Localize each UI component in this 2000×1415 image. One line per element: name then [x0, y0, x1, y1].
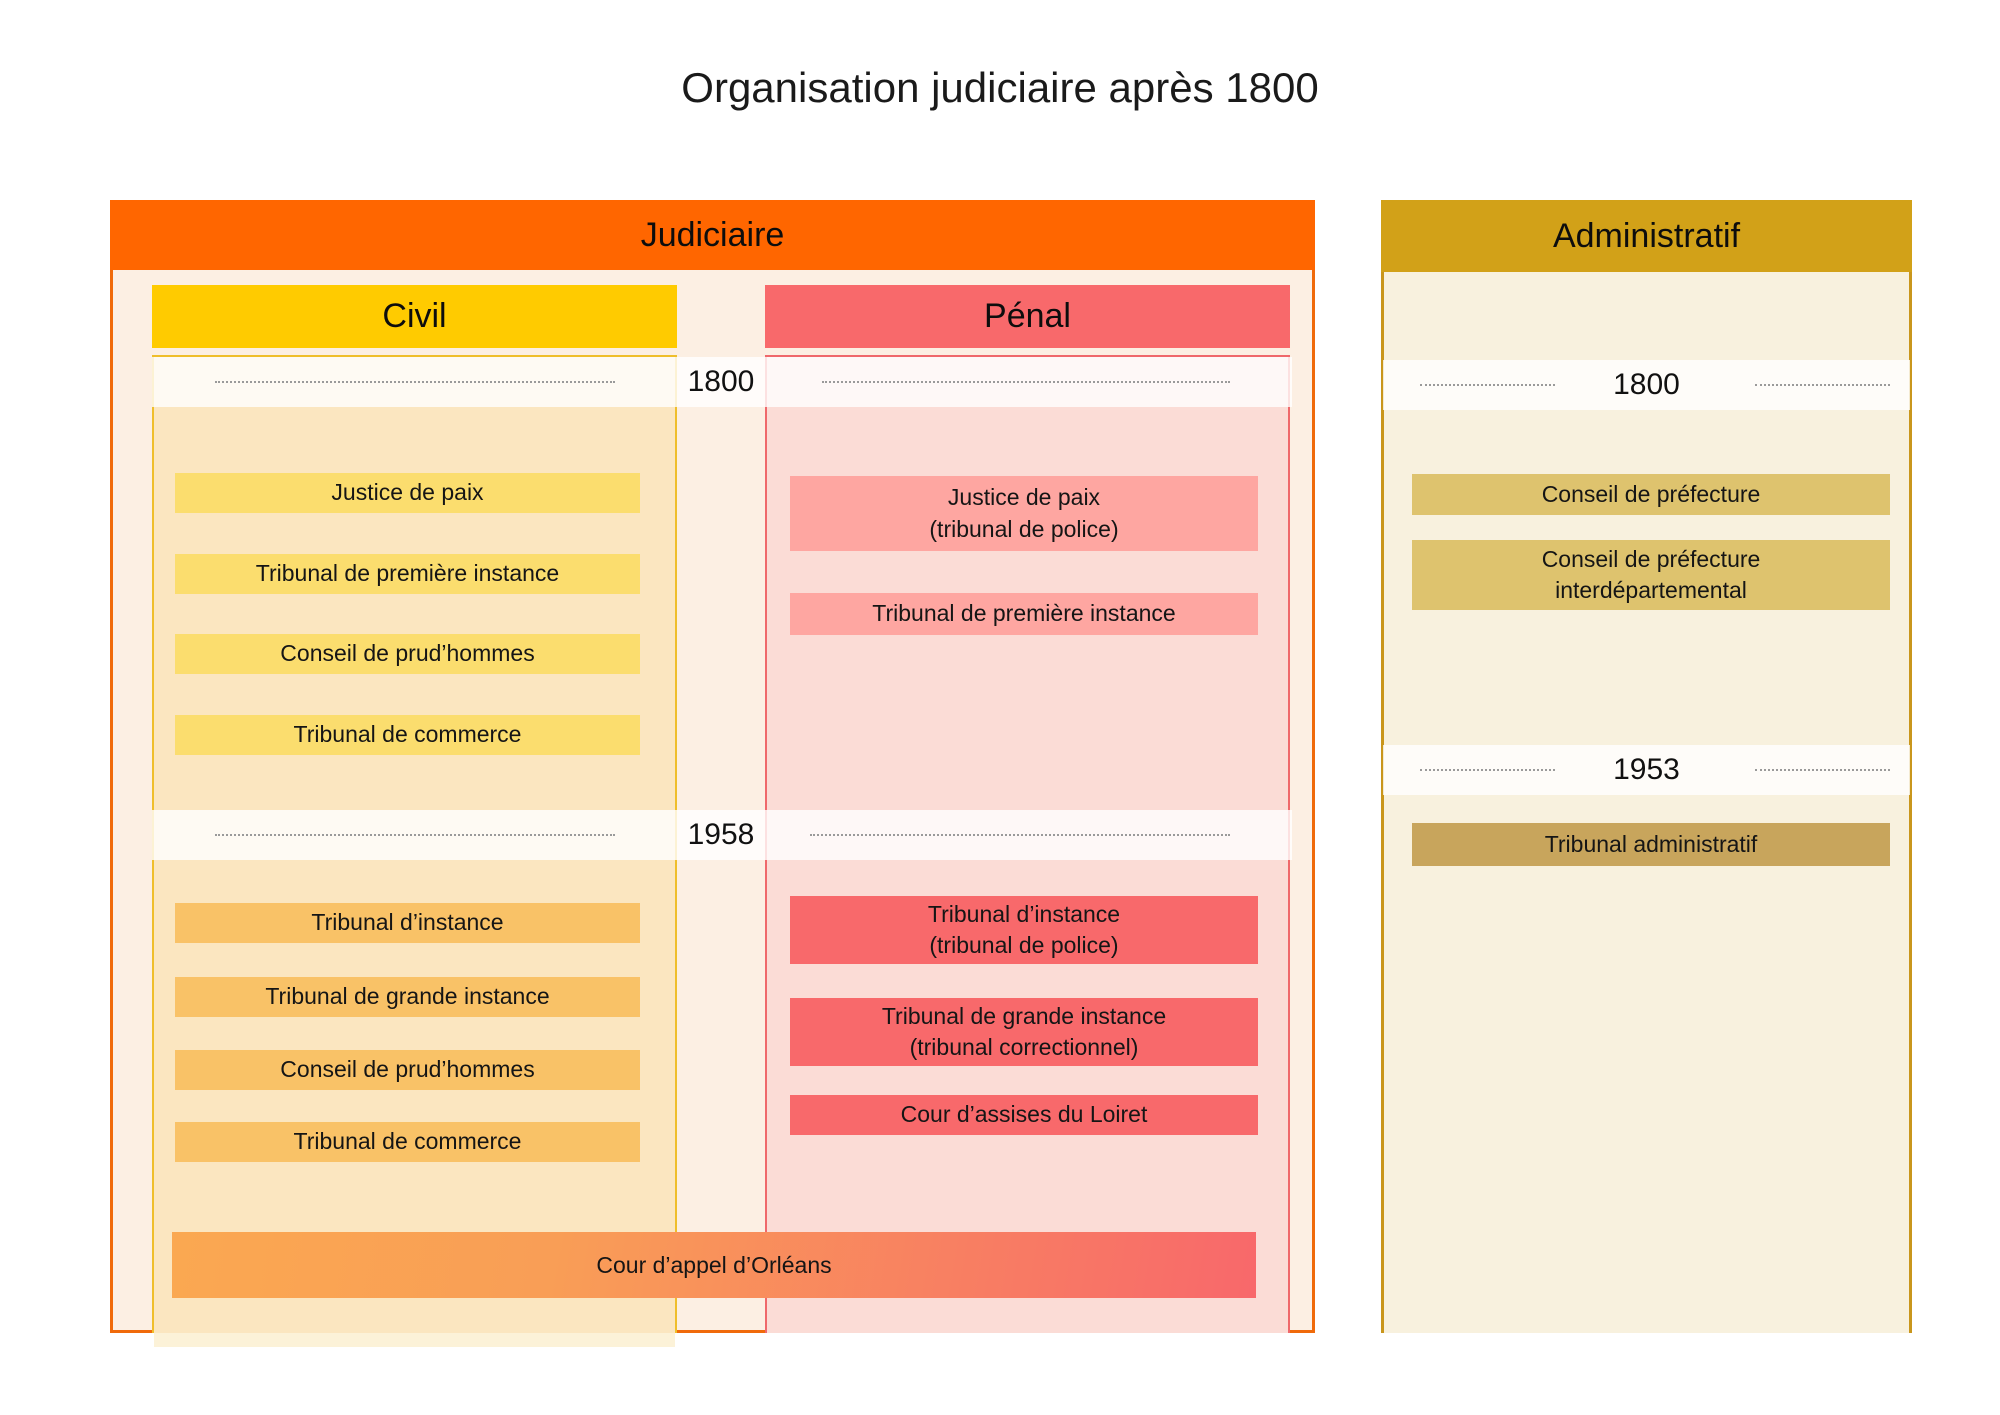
box-tribunal-administratif: Tribunal administratif — [1412, 823, 1890, 866]
box-tribunal-instance-penal: Tribunal d’instance (tribunal de police) — [790, 896, 1258, 964]
box-tribunal-premiere-instance-civil: Tribunal de première instance — [175, 554, 640, 594]
administratif-header: Administratif — [1381, 200, 1912, 272]
box-tribunal-commerce-1800: Tribunal de commerce — [175, 715, 640, 755]
dotted-line — [1420, 384, 1555, 386]
box-conseil-de-prefecture-interdepartemental: Conseil de préfecture interdépartemental — [1412, 540, 1890, 610]
year-label-1958-judiciaire: 1958 — [687, 818, 755, 851]
civil-header: Civil — [152, 285, 677, 348]
box-tribunal-grande-instance-penal: Tribunal de grande instance (tribunal co… — [790, 998, 1258, 1066]
dotted-line — [810, 834, 1230, 836]
dotted-line — [822, 381, 1230, 383]
box-tribunal-instance-civil: Tribunal d’instance — [175, 903, 640, 943]
box-conseil-de-prefecture: Conseil de préfecture — [1412, 474, 1890, 515]
box-tribunal-grande-instance-civil: Tribunal de grande instance — [175, 977, 640, 1017]
penal-header: Pénal — [765, 285, 1290, 348]
dotted-line — [215, 381, 615, 383]
dotted-line — [1420, 769, 1555, 771]
year-label-1953-administratif: 1953 — [1613, 753, 1680, 786]
box-justice-de-paix-penal: Justice de paix (tribunal de police) — [790, 476, 1258, 551]
year-label-1800-judiciaire: 1800 — [687, 365, 755, 398]
dotted-line — [215, 834, 615, 836]
dotted-line — [1755, 769, 1890, 771]
judiciaire-header: Judiciaire — [110, 200, 1315, 270]
civil-column-overflow — [154, 1333, 675, 1347]
box-cour-assises-loiret: Cour d’assises du Loiret — [790, 1095, 1258, 1135]
dotted-line — [1755, 384, 1890, 386]
page-title: Organisation judiciaire après 1800 — [681, 64, 1319, 111]
year-label-1800-administratif: 1800 — [1613, 368, 1680, 401]
box-justice-de-paix-civil: Justice de paix — [175, 473, 640, 513]
box-conseil-prudhommes-1800: Conseil de prud’hommes — [175, 634, 640, 674]
box-tribunal-premiere-instance-penal: Tribunal de première instance — [790, 593, 1258, 635]
box-tribunal-commerce-1958: Tribunal de commerce — [175, 1122, 640, 1162]
box-cour-d-appel-orleans: Cour d’appel d’Orléans — [172, 1232, 1256, 1298]
box-conseil-prudhommes-1958: Conseil de prud’hommes — [175, 1050, 640, 1090]
